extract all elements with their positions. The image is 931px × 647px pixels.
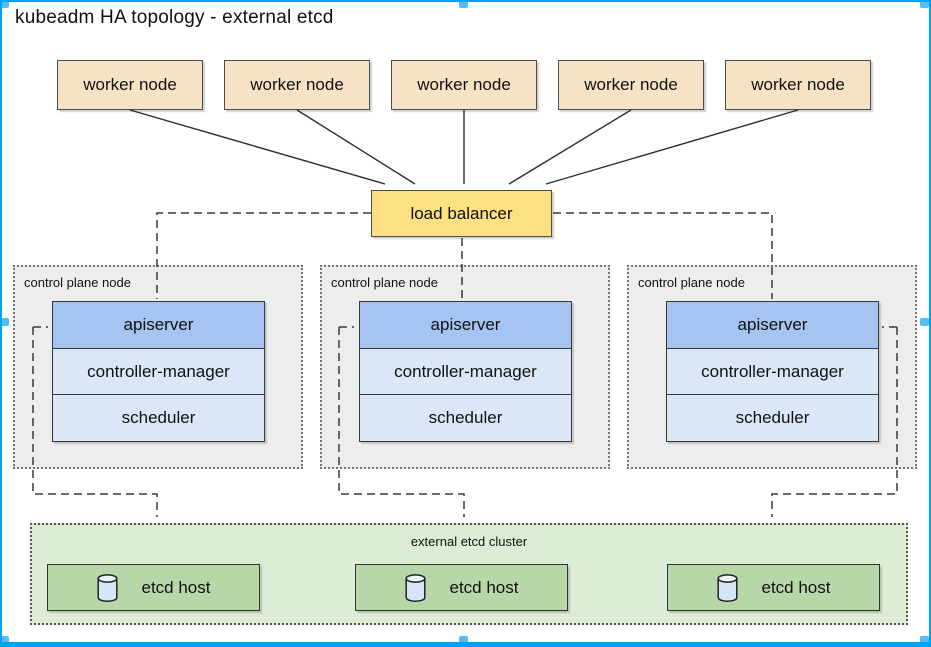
etcd-host-3-label: etcd host — [761, 577, 831, 597]
controller-manager-2: controller-manager — [359, 347, 572, 396]
worker-node-5: worker node — [725, 60, 871, 110]
worker-node-5-label: worker node — [751, 75, 845, 94]
worker-node-3-label: worker node — [417, 75, 511, 94]
worker-node-2: worker node — [224, 60, 370, 110]
database-cylinder-icon — [716, 573, 738, 602]
control-plane-node-3: control plane node apiserver controller-… — [627, 265, 917, 469]
connector-worker2-to-lb — [296, 109, 416, 185]
control-plane-node-2: control plane node apiserver controller-… — [320, 265, 610, 469]
selection-handle-bottom-right[interactable] — [920, 636, 929, 642]
etcd-host-2-label: etcd host — [449, 577, 519, 597]
control-plane-node-2-components: apiserver controller-manager scheduler — [359, 301, 572, 442]
database-cylinder-icon — [96, 573, 118, 602]
controller-manager-3: controller-manager — [666, 347, 879, 396]
control-plane-node-3-components: apiserver controller-manager scheduler — [666, 301, 879, 442]
apiserver-2: apiserver — [359, 301, 572, 349]
selection-handle-bottom-left[interactable] — [2, 636, 9, 642]
worker-node-3: worker node — [391, 60, 537, 110]
apiserver-1: apiserver — [52, 301, 265, 349]
selection-handle-top-left[interactable] — [2, 2, 9, 8]
etcd-host-2: etcd host — [355, 564, 568, 611]
worker-node-4-label: worker node — [584, 75, 678, 94]
diagram-title: kubeadm HA topology - external etcd — [15, 7, 334, 28]
selection-handle-bottom-center[interactable] — [459, 636, 468, 642]
worker-node-4: worker node — [558, 60, 704, 110]
selection-handle-middle-left[interactable] — [2, 318, 9, 326]
control-plane-node-2-label: control plane node — [331, 275, 438, 290]
scheduler-3: scheduler — [666, 394, 879, 442]
connector-worker5-to-lb — [545, 109, 799, 185]
selection-handle-top-center[interactable] — [459, 2, 468, 8]
scheduler-1: scheduler — [52, 394, 265, 442]
etcd-host-1: etcd host — [47, 564, 260, 611]
database-cylinder-icon — [404, 573, 426, 602]
connector-worker4-to-lb — [508, 109, 632, 185]
selection-handle-top-right[interactable] — [920, 2, 929, 8]
external-etcd-cluster-label: external etcd cluster — [410, 534, 528, 549]
control-plane-node-1-label: control plane node — [24, 275, 131, 290]
worker-node-2-label: worker node — [250, 75, 344, 94]
scheduler-2: scheduler — [359, 394, 572, 442]
control-plane-node-3-label: control plane node — [638, 275, 745, 290]
selection-handle-middle-right[interactable] — [920, 318, 929, 326]
etcd-host-3: etcd host — [667, 564, 880, 611]
controller-manager-1: controller-manager — [52, 347, 265, 396]
worker-node-1: worker node — [57, 60, 203, 110]
apiserver-3: apiserver — [666, 301, 879, 349]
load-balancer-label: load balancer — [410, 203, 513, 223]
load-balancer: load balancer — [371, 190, 552, 237]
etcd-host-1-label: etcd host — [141, 577, 211, 597]
worker-node-1-label: worker node — [83, 75, 177, 94]
control-plane-node-1: control plane node apiserver controller-… — [13, 265, 303, 469]
control-plane-node-1-components: apiserver controller-manager scheduler — [52, 301, 265, 442]
connector-worker1-to-lb — [129, 109, 386, 185]
